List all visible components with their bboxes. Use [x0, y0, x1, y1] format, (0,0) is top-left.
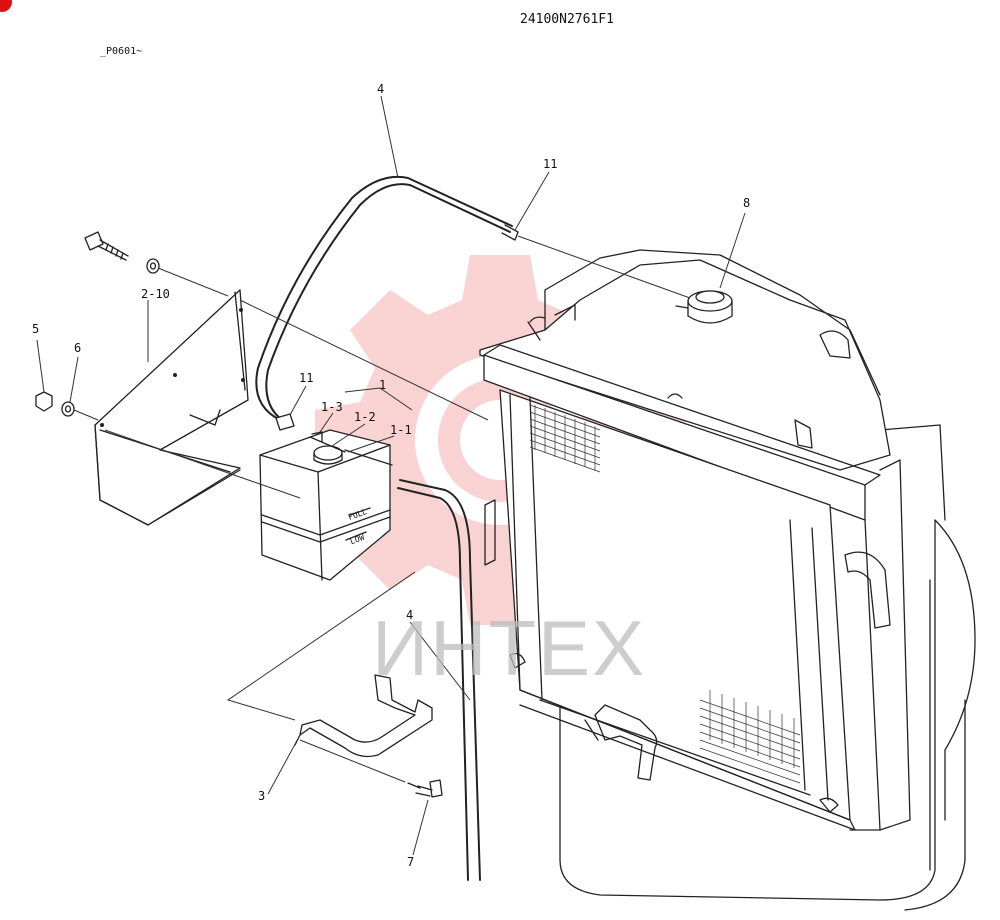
callout-2-10: 2-10: [141, 287, 170, 301]
hose-upper: [255, 175, 691, 426]
core-mesh-top: [529, 404, 601, 473]
reserve-tank: [259, 429, 393, 581]
bolt-top: [84, 231, 129, 261]
drawing-code: 24100N2761F1: [520, 12, 614, 27]
callout-11-top: 11: [543, 157, 558, 171]
callout-1-1: 1-1: [390, 423, 412, 437]
corner-mark: [0, 0, 12, 12]
clip-11-tank: [275, 413, 295, 431]
nut-5: [35, 391, 53, 412]
callout-4-top: 4: [377, 82, 385, 96]
watermark-text: ИНТЕХ: [372, 604, 647, 692]
callout-1-3: 1-3: [321, 400, 343, 414]
bracket-2-10: [94, 289, 249, 526]
washer-top-hole: [149, 262, 157, 270]
callout-1-2: 1-2: [354, 410, 376, 424]
callout-7: 7: [407, 855, 415, 869]
callout-11-mid: 11: [299, 371, 314, 385]
callout-1: 1: [379, 378, 387, 392]
callout-5: 5: [32, 322, 40, 336]
leader-lines: [36, 95, 746, 856]
bolt-7: [407, 779, 443, 798]
radiator-assembly: [479, 249, 976, 911]
callout-6: 6: [74, 341, 82, 355]
washer-6-hole: [64, 405, 72, 413]
callout-8: 8: [743, 196, 751, 210]
drawing-ref: _P0601~: [100, 46, 143, 57]
hose-lower: [397, 479, 481, 881]
core-mesh-bottom: [699, 690, 801, 784]
callout-4-bottom: 4: [406, 608, 414, 622]
callout-3: 3: [258, 789, 266, 803]
